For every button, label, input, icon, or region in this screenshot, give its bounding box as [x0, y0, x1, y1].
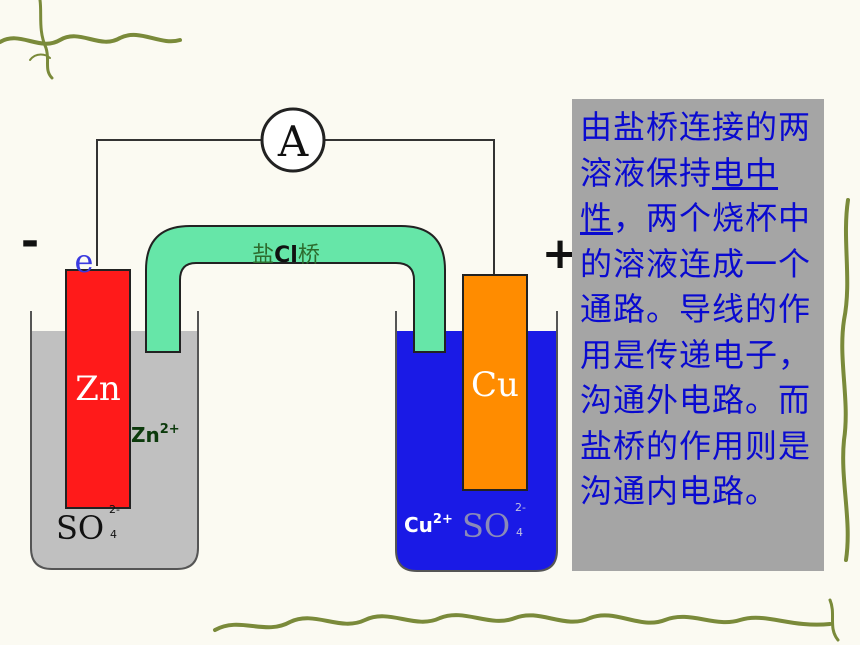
vine-decoration-right — [840, 198, 850, 562]
explanation-panel: 由盐桥连接的两溶液保持电中性，两个烧杯中的溶液连成一个通路。导线的作用是传递电子… — [572, 99, 824, 571]
left-sulfate-label: SO — [56, 509, 104, 547]
cu-electrode-label: Cu — [471, 365, 519, 405]
left-sulfate-subscript: 4 — [110, 528, 117, 541]
electron-label: e — [75, 242, 94, 280]
zn-electrode — [65, 269, 131, 509]
right-sulfate-subscript: 4 — [516, 526, 523, 539]
ammeter-icon — [260, 107, 326, 173]
explanation-underlined-term: 电中性 — [580, 153, 779, 238]
vine-decoration-bottom — [213, 598, 840, 642]
salt-bridge-label: 盐Cl桥 — [252, 243, 320, 268]
right-sulfate-charge: 2- — [515, 501, 526, 514]
salt-bridge — [145, 225, 446, 353]
cu-ion-label: Cu2+ — [404, 512, 453, 537]
left-sulfate-charge: 2- — [109, 503, 120, 516]
right-sulfate-label: SO — [462, 507, 510, 545]
ammeter-label: A — [277, 117, 309, 166]
right-beaker — [395, 311, 558, 572]
external-wire — [96, 139, 495, 275]
zn-ion-label: Zn2+ — [131, 422, 180, 447]
explanation-text: 由盐桥连接的两溶液保持电中性，两个烧杯中的溶液连成一个通路。导线的作用是传递电子… — [580, 105, 818, 515]
explanation-text-part: ，两个烧杯中的溶液连成一个通路。导线的作用是传递电子，沟通外电路。而盐桥的作用则… — [580, 199, 812, 510]
explanation-text-part: 由盐桥连接的两溶液保持 — [580, 108, 812, 192]
negative-sign: - — [21, 216, 39, 267]
vine-decoration-top — [0, 0, 182, 80]
left-beaker — [30, 311, 199, 570]
zn-electrode-label: Zn — [75, 369, 121, 409]
cu-electrode — [462, 274, 528, 491]
